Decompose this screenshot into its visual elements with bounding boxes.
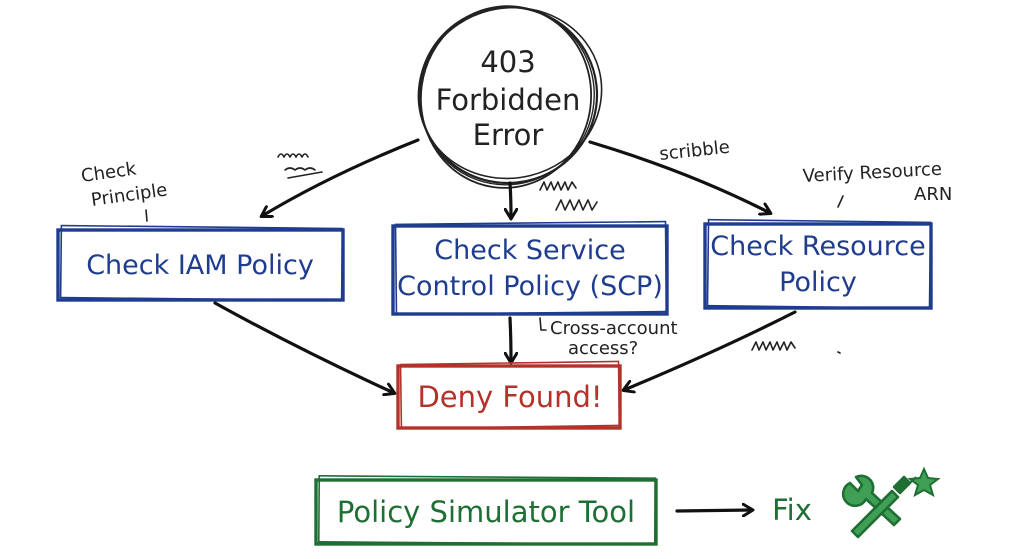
scribble-mark-left xyxy=(277,153,323,179)
note-cross-account-line2: access? xyxy=(568,338,638,359)
arrow-error-to-resource xyxy=(588,140,770,213)
scp-box: Check Service Control Policy (SCP) xyxy=(391,220,669,316)
deny-found-label: Deny Found! xyxy=(417,380,602,414)
iam-policy-box: Check IAM Policy xyxy=(56,224,345,302)
scp-label-line1: Check Service xyxy=(434,235,625,266)
arrow-simulator-to-fix xyxy=(675,510,752,511)
scribble-mark-right xyxy=(751,341,841,354)
error-title: Forbidden xyxy=(436,83,581,117)
note-verify-line1: Verify Resource xyxy=(802,159,942,187)
deny-found-box: Deny Found! xyxy=(396,360,622,430)
resource-label-line1: Check Resource xyxy=(710,231,925,262)
note-check-principle-line1: Check xyxy=(80,158,138,187)
arrow-iam-to-deny xyxy=(213,301,394,393)
note-bracket-cross-account xyxy=(539,317,547,331)
arrow-resource-to-deny xyxy=(624,310,797,390)
error-code: 403 xyxy=(480,45,535,79)
note-verify-line2: ARN xyxy=(914,184,952,205)
note-scribble: scribble xyxy=(658,137,730,165)
arrow-error-to-scp xyxy=(510,181,511,218)
arrow-scp-to-deny xyxy=(510,316,511,362)
tools-icon xyxy=(841,466,941,539)
iam-policy-label: Check IAM Policy xyxy=(86,250,314,281)
error-subtitle: Error xyxy=(473,118,544,152)
resource-policy-box: Check Resource Policy xyxy=(703,218,933,310)
policy-simulator-box: Policy Simulator Tool xyxy=(314,475,658,546)
policy-simulator-label: Policy Simulator Tool xyxy=(337,495,635,529)
note-cross-account-line1: Cross-account xyxy=(550,318,678,339)
error-node: 403 Forbidden Error xyxy=(417,5,603,189)
note-tick-verify xyxy=(837,195,844,208)
fix-label: Fix xyxy=(772,493,812,527)
note-tick-principle xyxy=(145,209,148,222)
scp-label-line2: Control Policy (SCP) xyxy=(397,271,663,302)
resource-label-line2: Policy xyxy=(779,267,857,298)
arrow-error-to-iam xyxy=(262,138,420,216)
scribble-mark-center xyxy=(539,181,598,211)
